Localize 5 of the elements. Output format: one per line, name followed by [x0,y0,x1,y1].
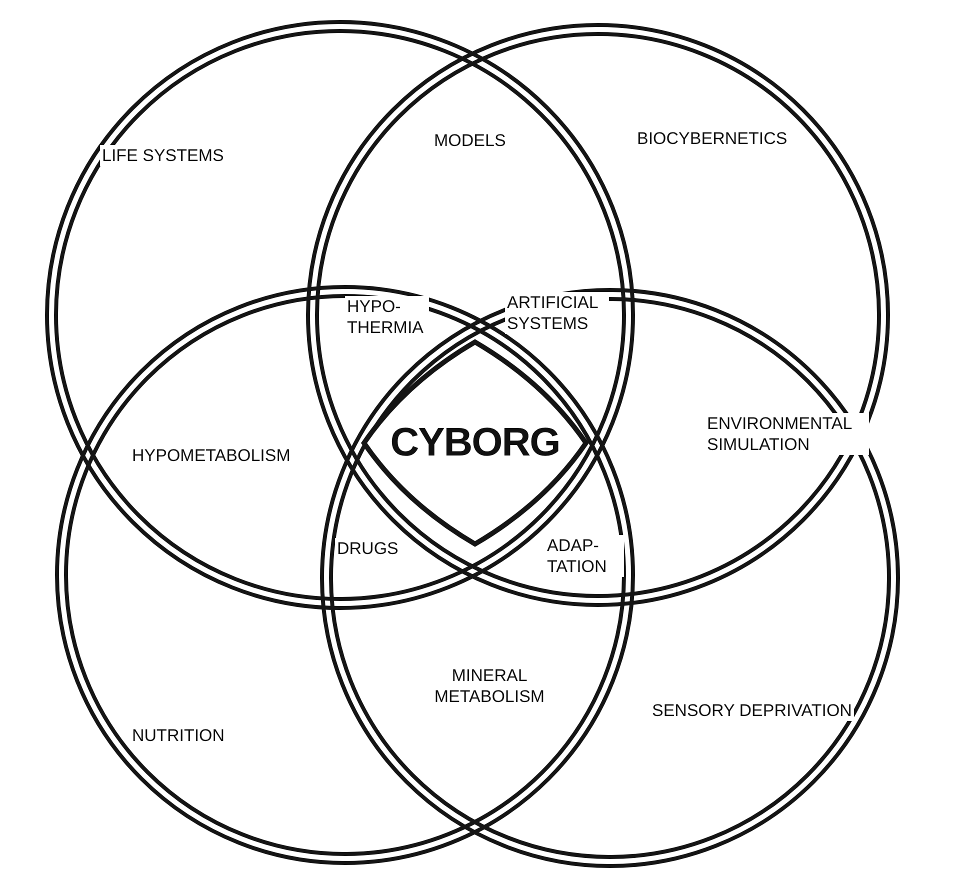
center-label: CYBORG [389,420,561,466]
circle-label: LIFE SYSTEMS [100,145,226,166]
region-label: ADAP- TATION [545,535,624,577]
region-label: ARTIFICIAL SYSTEMS [505,292,609,334]
region-label: ENVIRONMENTAL SIMULATION [705,413,869,455]
